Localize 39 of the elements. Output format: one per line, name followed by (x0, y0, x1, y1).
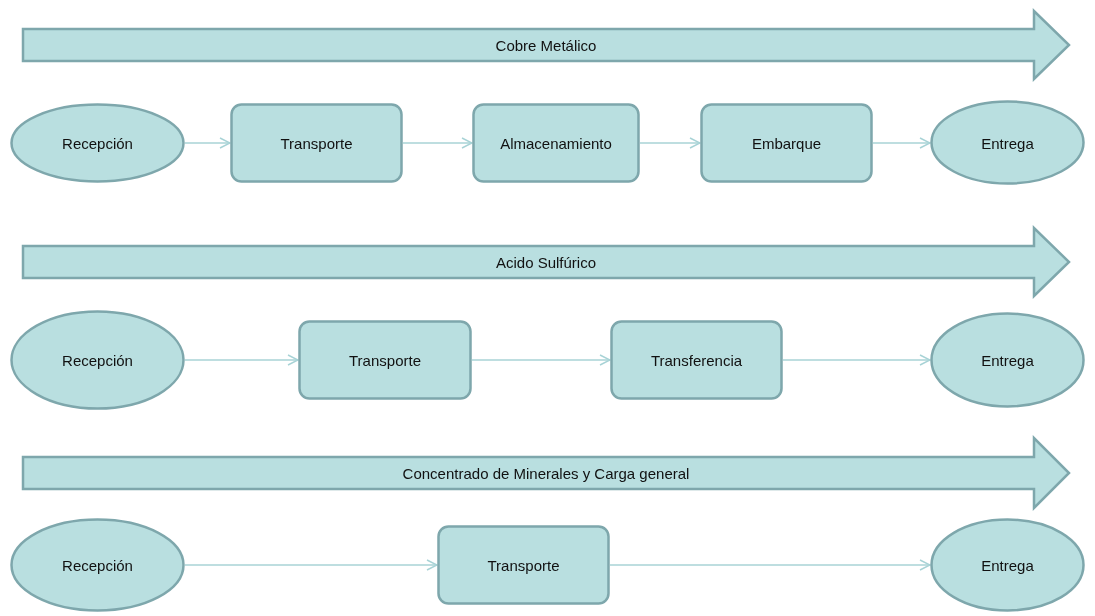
node-label: Entrega (981, 134, 1034, 151)
arrow (609, 559, 931, 571)
arrow (872, 137, 931, 149)
arrow (782, 354, 931, 366)
banner-label: Cobre Metálico (495, 36, 597, 54)
node-label: Transporte (487, 556, 560, 574)
ellipse-node (930, 100, 1085, 185)
node-label: Embarque (751, 134, 822, 152)
node-label: Transporte (280, 134, 353, 152)
process-box (700, 103, 873, 183)
ellipse-node (10, 103, 185, 183)
process-box (298, 320, 472, 400)
ellipse-node (930, 518, 1085, 612)
node-label: Entrega (981, 556, 1034, 574)
node-label: Entrega (981, 351, 1034, 369)
node-label: Transporte (349, 351, 421, 369)
arrow (402, 137, 473, 149)
banner-label: Acido Sulfúrico (495, 253, 597, 271)
process-box (230, 103, 403, 183)
process-box (437, 525, 610, 605)
ellipse-node (10, 310, 185, 410)
process-box (610, 320, 783, 400)
node-label: Transferencia (650, 351, 743, 369)
arrow (184, 559, 438, 571)
banner-label: Concentrado de Minerales y Carga general (402, 464, 690, 482)
banner-arrow (22, 10, 1070, 80)
arrow (639, 137, 701, 149)
node-label: Recepción (62, 556, 133, 574)
banner-arrow (22, 437, 1070, 509)
ellipse-node (10, 518, 185, 612)
ellipse-node (930, 312, 1085, 408)
node-label: Recepción (62, 134, 133, 152)
node-label: Recepción (62, 351, 133, 369)
arrow (184, 354, 299, 366)
banner-arrow (22, 227, 1070, 297)
node-label: Almacenamiento (500, 134, 612, 152)
arrow (471, 354, 611, 366)
process-box (472, 103, 640, 183)
arrow (184, 137, 231, 149)
